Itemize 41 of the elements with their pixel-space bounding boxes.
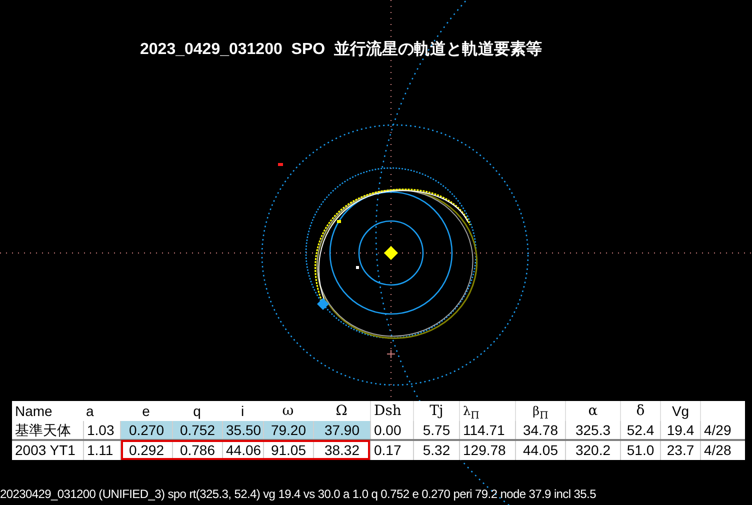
table-cell: 基準天体	[12, 421, 83, 440]
table-cell: 37.90	[313, 421, 370, 440]
column-header: ω	[263, 401, 313, 421]
table-cell: 19.4	[660, 421, 700, 440]
table-cell: 35.50	[222, 421, 263, 440]
column-header: Ω	[313, 401, 370, 421]
column-header: β$_{Π}$	[515, 401, 565, 421]
caption: 20230429_031200 (UNIFIED_3) spo rt(325.3, 52.4) vg 19.4 vs 30.0 a 1.0 q 0.752 e 0.270 peri 79.2 node 37.9 incl 35.5	[0, 487, 596, 501]
table-cell: 1.03	[83, 421, 120, 440]
table-cell: 129.78	[459, 441, 515, 460]
table-cell: 5.32	[413, 441, 459, 460]
table-cell: 34.78	[515, 421, 565, 440]
table-cell: 320.2	[565, 441, 620, 460]
table-cell: 52.4	[620, 421, 660, 440]
column-header: i	[222, 401, 263, 421]
table-cell: 114.71	[459, 421, 515, 440]
table-cell: 0.00	[370, 421, 413, 440]
table-cell: 325.3	[565, 421, 620, 440]
column-header: Dsh	[370, 401, 413, 421]
column-header: δ	[620, 401, 660, 421]
column-header: α	[565, 401, 620, 421]
table-cell: 2003 YT1	[12, 441, 83, 460]
table-cell: 0.752	[172, 421, 222, 440]
table-cell: 51.0	[620, 441, 660, 460]
title: 2023_0429_031200 SPO 並行流星の軌道と軌道要素等	[140, 39, 542, 60]
column-header: Tj	[413, 401, 459, 421]
column-header: Name	[12, 401, 83, 421]
column-header: Vg	[660, 401, 700, 421]
column-header: e	[120, 401, 172, 421]
column-header: a	[83, 401, 120, 421]
table-cell: 23.7	[660, 441, 700, 460]
table-cell: 0.270	[120, 421, 172, 440]
column-header: q	[172, 401, 222, 421]
table-cell: 44.05	[515, 441, 565, 460]
table-cell: 4/28	[700, 441, 745, 460]
column-header: λ$_{Π}$	[459, 401, 515, 421]
table-cell: 5.75	[413, 421, 459, 440]
table-cell: 79.20	[263, 421, 313, 440]
table-cell: 0.17	[370, 441, 413, 460]
table-cell: 1.11	[83, 441, 120, 460]
table-cell: 4/29	[700, 421, 745, 440]
